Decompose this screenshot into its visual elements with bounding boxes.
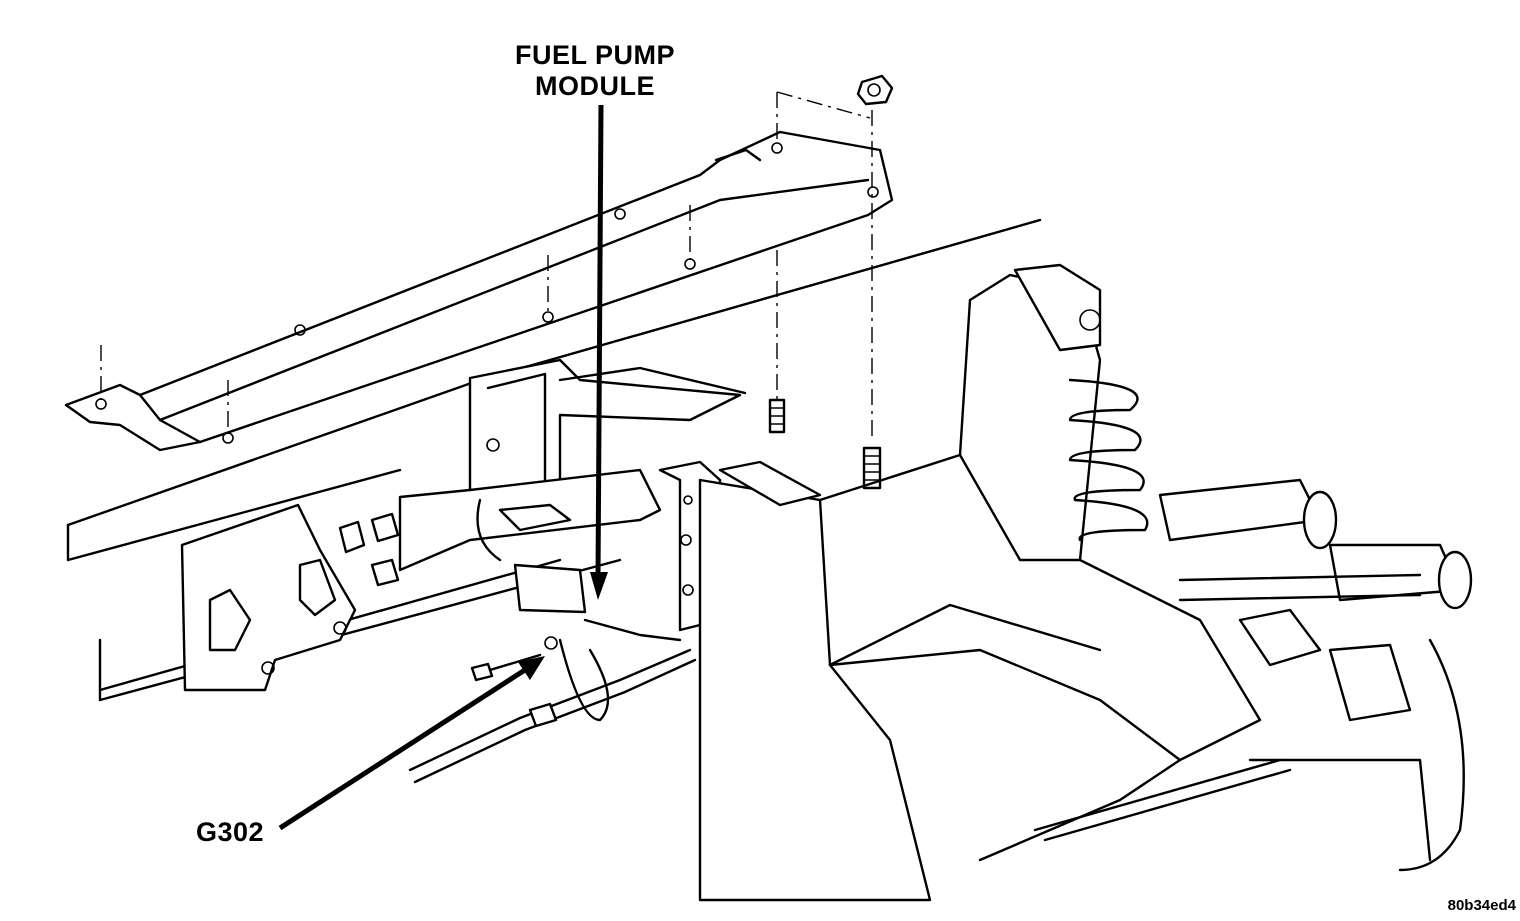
crossmember-bracket <box>468 358 747 522</box>
fuel-pump-label-line1: FUEL PUMP <box>514 40 675 70</box>
ground-g302-callout: G302 <box>196 817 265 847</box>
fuel-pump-module-callout: FUEL PUMP MODULE <box>490 40 700 102</box>
skid-plate <box>64 130 894 452</box>
mount-plate <box>180 503 400 692</box>
fuel-pump-bracket <box>398 460 722 632</box>
alignment-lines <box>100 91 873 440</box>
coil-spring <box>1013 263 1149 542</box>
crossmember-housing <box>698 273 1262 902</box>
figure-id: 80b34ed4 <box>1447 897 1516 914</box>
control-arms <box>1033 478 1473 872</box>
wiring-harness <box>408 618 697 784</box>
fuel-pump-label-line2: MODULE <box>535 71 655 101</box>
studs <box>768 74 894 490</box>
leader-arrows <box>278 104 608 831</box>
